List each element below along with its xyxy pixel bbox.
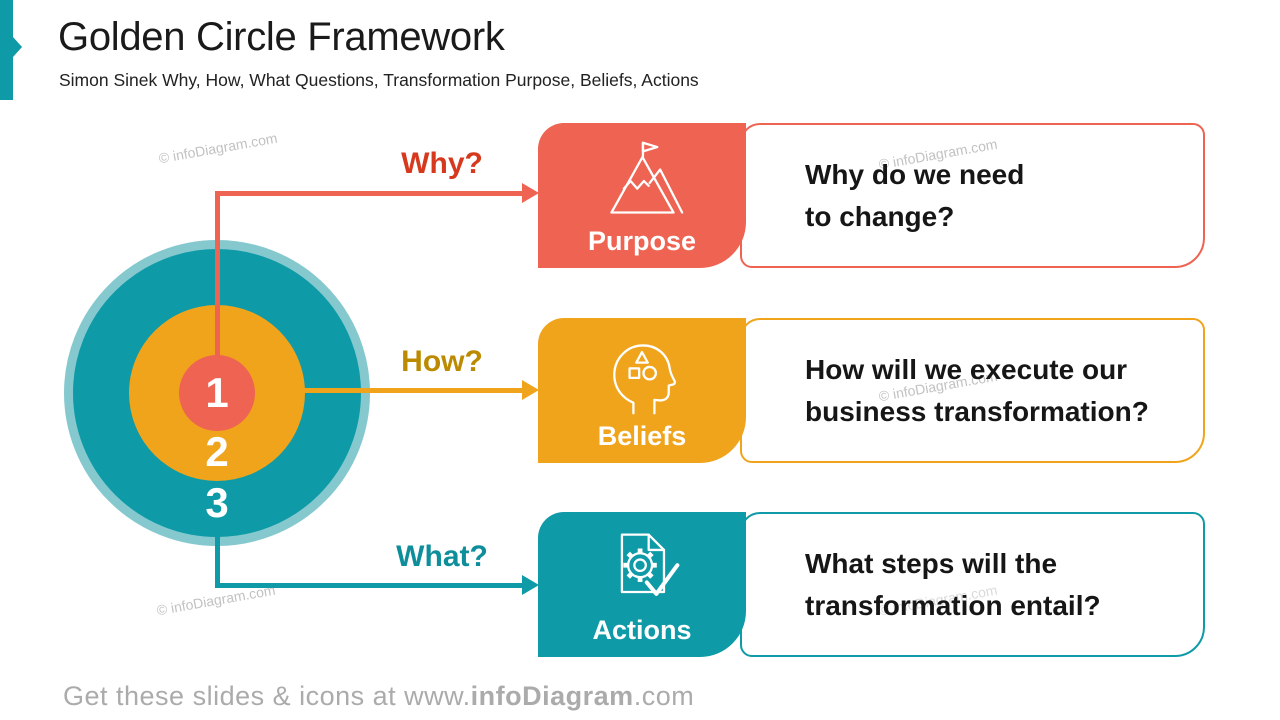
footer-credit: Get these slides & icons at www.infoDiag… xyxy=(63,681,694,712)
beliefs-question-card xyxy=(740,318,1205,463)
beliefs-text-line1: How will we execute our xyxy=(805,354,1128,385)
accent-chevron-icon xyxy=(13,37,22,57)
how-connector-line-horizontal xyxy=(302,388,523,393)
circle-number-3: 3 xyxy=(205,479,229,526)
actions-text-line1: What steps will the xyxy=(805,548,1058,579)
circle-number-2: 2 xyxy=(205,428,229,475)
why-question-label: Why? xyxy=(401,147,483,180)
why-connector-line-vertical xyxy=(215,191,220,363)
purpose-text-line2: to change? xyxy=(805,201,955,232)
actions-label: Actions xyxy=(592,615,692,645)
footer-suffix: .com xyxy=(633,681,695,711)
watermark: © infoDiagram.com xyxy=(157,129,279,167)
purpose-question-card xyxy=(740,123,1205,268)
how-arrowhead-icon xyxy=(522,380,539,400)
how-question-label: How? xyxy=(401,345,483,378)
beliefs-question-text: How will we execute our business transfo… xyxy=(805,349,1149,433)
why-connector-line-horizontal xyxy=(215,191,523,196)
what-connector-line-horizontal xyxy=(215,583,523,588)
purpose-row: Purpose Why do we need to change? xyxy=(538,123,1205,268)
head-ideas-icon xyxy=(613,344,677,415)
beliefs-block xyxy=(538,318,746,463)
footer-brand: infoDiagram xyxy=(470,681,634,711)
actions-text-line2: transformation entail? xyxy=(805,590,1101,621)
golden-circle-inner-circle xyxy=(179,355,255,431)
slide-subtitle: Simon Sinek Why, How, What Questions, Tr… xyxy=(59,70,699,90)
document-gear-check-icon xyxy=(620,533,680,596)
circle-number-1: 1 xyxy=(205,369,229,416)
actions-question-card xyxy=(740,512,1205,657)
actions-row: Actions What steps will the transformati… xyxy=(538,512,1205,657)
mountain-flag-icon xyxy=(610,141,684,214)
what-connector-line-vertical xyxy=(215,534,220,588)
purpose-question-text: Why do we need to change? xyxy=(805,154,1024,238)
beliefs-text-line2: business transformation? xyxy=(805,396,1149,427)
slide-accent-bar xyxy=(0,0,13,100)
slide-title: Golden Circle Framework xyxy=(58,15,505,59)
why-arrowhead-icon xyxy=(522,183,539,203)
what-arrowhead-icon xyxy=(522,575,539,595)
footer-prefix: Get these slides & icons at www. xyxy=(63,681,471,711)
purpose-label: Purpose xyxy=(587,226,697,256)
actions-block xyxy=(538,512,746,657)
beliefs-row: Beliefs How will we execute our business… xyxy=(538,318,1205,463)
actions-question-text: What steps will the transformation entai… xyxy=(805,543,1101,627)
what-question-label: What? xyxy=(396,540,488,573)
beliefs-label: Beliefs xyxy=(597,421,687,451)
purpose-text-line1: Why do we need xyxy=(805,159,1025,190)
